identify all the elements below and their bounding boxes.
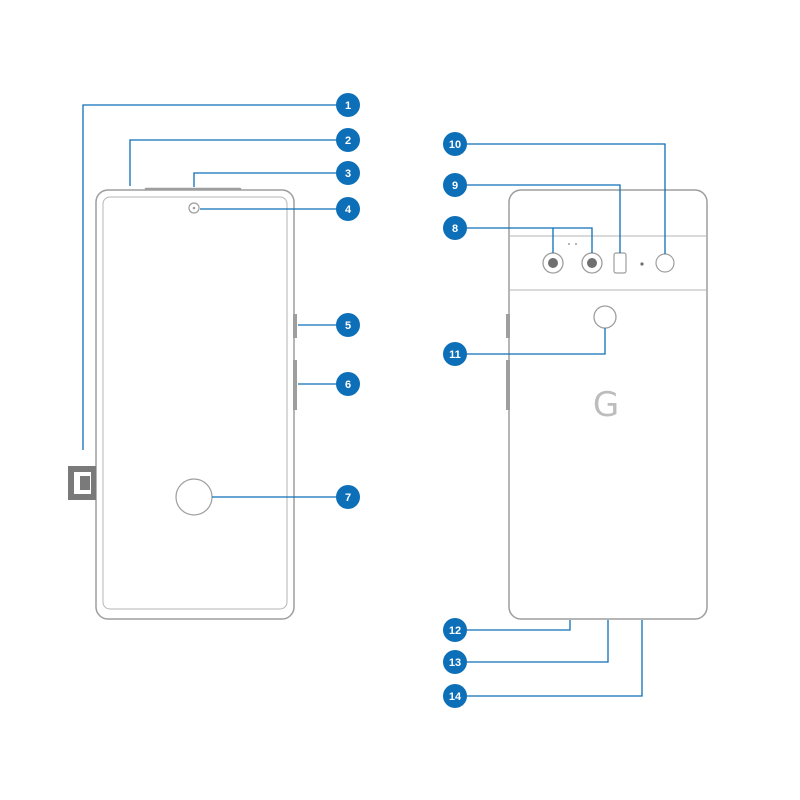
svg-text:3: 3 xyxy=(345,168,351,180)
rear-mic-dot-2 xyxy=(575,243,577,245)
leader-line-1 xyxy=(82,104,348,450)
callout-1: 1 xyxy=(336,93,360,117)
svg-text:13: 13 xyxy=(449,657,461,669)
callout-9: 9 xyxy=(443,173,467,197)
callout-11: 11 xyxy=(443,342,467,366)
svg-text:8: 8 xyxy=(452,223,458,235)
svg-text:14: 14 xyxy=(449,691,462,703)
svg-text:4: 4 xyxy=(345,204,352,216)
leader-line-10 xyxy=(455,143,666,254)
rear-flash xyxy=(613,252,627,274)
rear-camera-wide xyxy=(542,252,564,274)
leader-line-9 xyxy=(455,184,621,253)
svg-text:5: 5 xyxy=(345,320,351,332)
front-camera-lens xyxy=(192,206,196,210)
callout-4: 4 xyxy=(336,197,360,221)
phone-front-view xyxy=(68,187,297,620)
phone-back-view: G xyxy=(506,189,708,620)
leader-line-3 xyxy=(193,172,348,187)
leader-line-8 xyxy=(455,227,554,253)
svg-text:9: 9 xyxy=(452,180,458,192)
rear-sensor-dot xyxy=(640,262,644,266)
svg-text:1: 1 xyxy=(345,100,351,112)
leader-lines xyxy=(82,104,666,697)
callout-10: 10 xyxy=(443,132,467,156)
rear-camera-telephoto xyxy=(581,252,603,274)
leader-line-2 xyxy=(129,139,348,186)
leader-line-11 xyxy=(455,328,606,355)
phone-front-body xyxy=(95,189,295,620)
sim-tray xyxy=(68,466,96,500)
back-logo: G xyxy=(593,385,619,425)
back-side-button-volume xyxy=(506,360,510,410)
callout-2: 2 xyxy=(336,128,360,152)
rear-sensor-circle xyxy=(655,253,675,273)
leader-line-14 xyxy=(455,620,643,697)
leader-line-8b xyxy=(553,227,593,253)
callout-12: 12 xyxy=(443,618,467,642)
callout-badges: 1 2 3 4 5 6 7 8 9 10 11 12 13 14 xyxy=(336,93,467,708)
rear-mic-dot-1 xyxy=(568,243,570,245)
power-button xyxy=(293,314,297,338)
leader-line-13 xyxy=(455,620,609,663)
svg-text:10: 10 xyxy=(449,139,461,151)
leader-line-12 xyxy=(455,620,571,631)
back-side-button-power xyxy=(506,314,510,338)
rear-fingerprint-sensor xyxy=(593,305,617,329)
callout-8: 8 xyxy=(443,216,467,240)
phone-front-screen xyxy=(102,196,288,610)
svg-text:11: 11 xyxy=(449,349,461,361)
svg-text:6: 6 xyxy=(345,379,351,391)
front-camera xyxy=(188,202,200,214)
callout-6: 6 xyxy=(336,372,360,396)
volume-button xyxy=(293,360,297,410)
callout-13: 13 xyxy=(443,650,467,674)
in-display-fingerprint-sensor xyxy=(175,478,213,516)
callout-5: 5 xyxy=(336,313,360,337)
callout-7: 7 xyxy=(336,485,360,509)
callout-3: 3 xyxy=(336,161,360,185)
svg-text:7: 7 xyxy=(345,492,351,504)
svg-text:2: 2 xyxy=(345,135,351,147)
callout-14: 14 xyxy=(443,684,467,708)
svg-text:12: 12 xyxy=(449,625,461,637)
